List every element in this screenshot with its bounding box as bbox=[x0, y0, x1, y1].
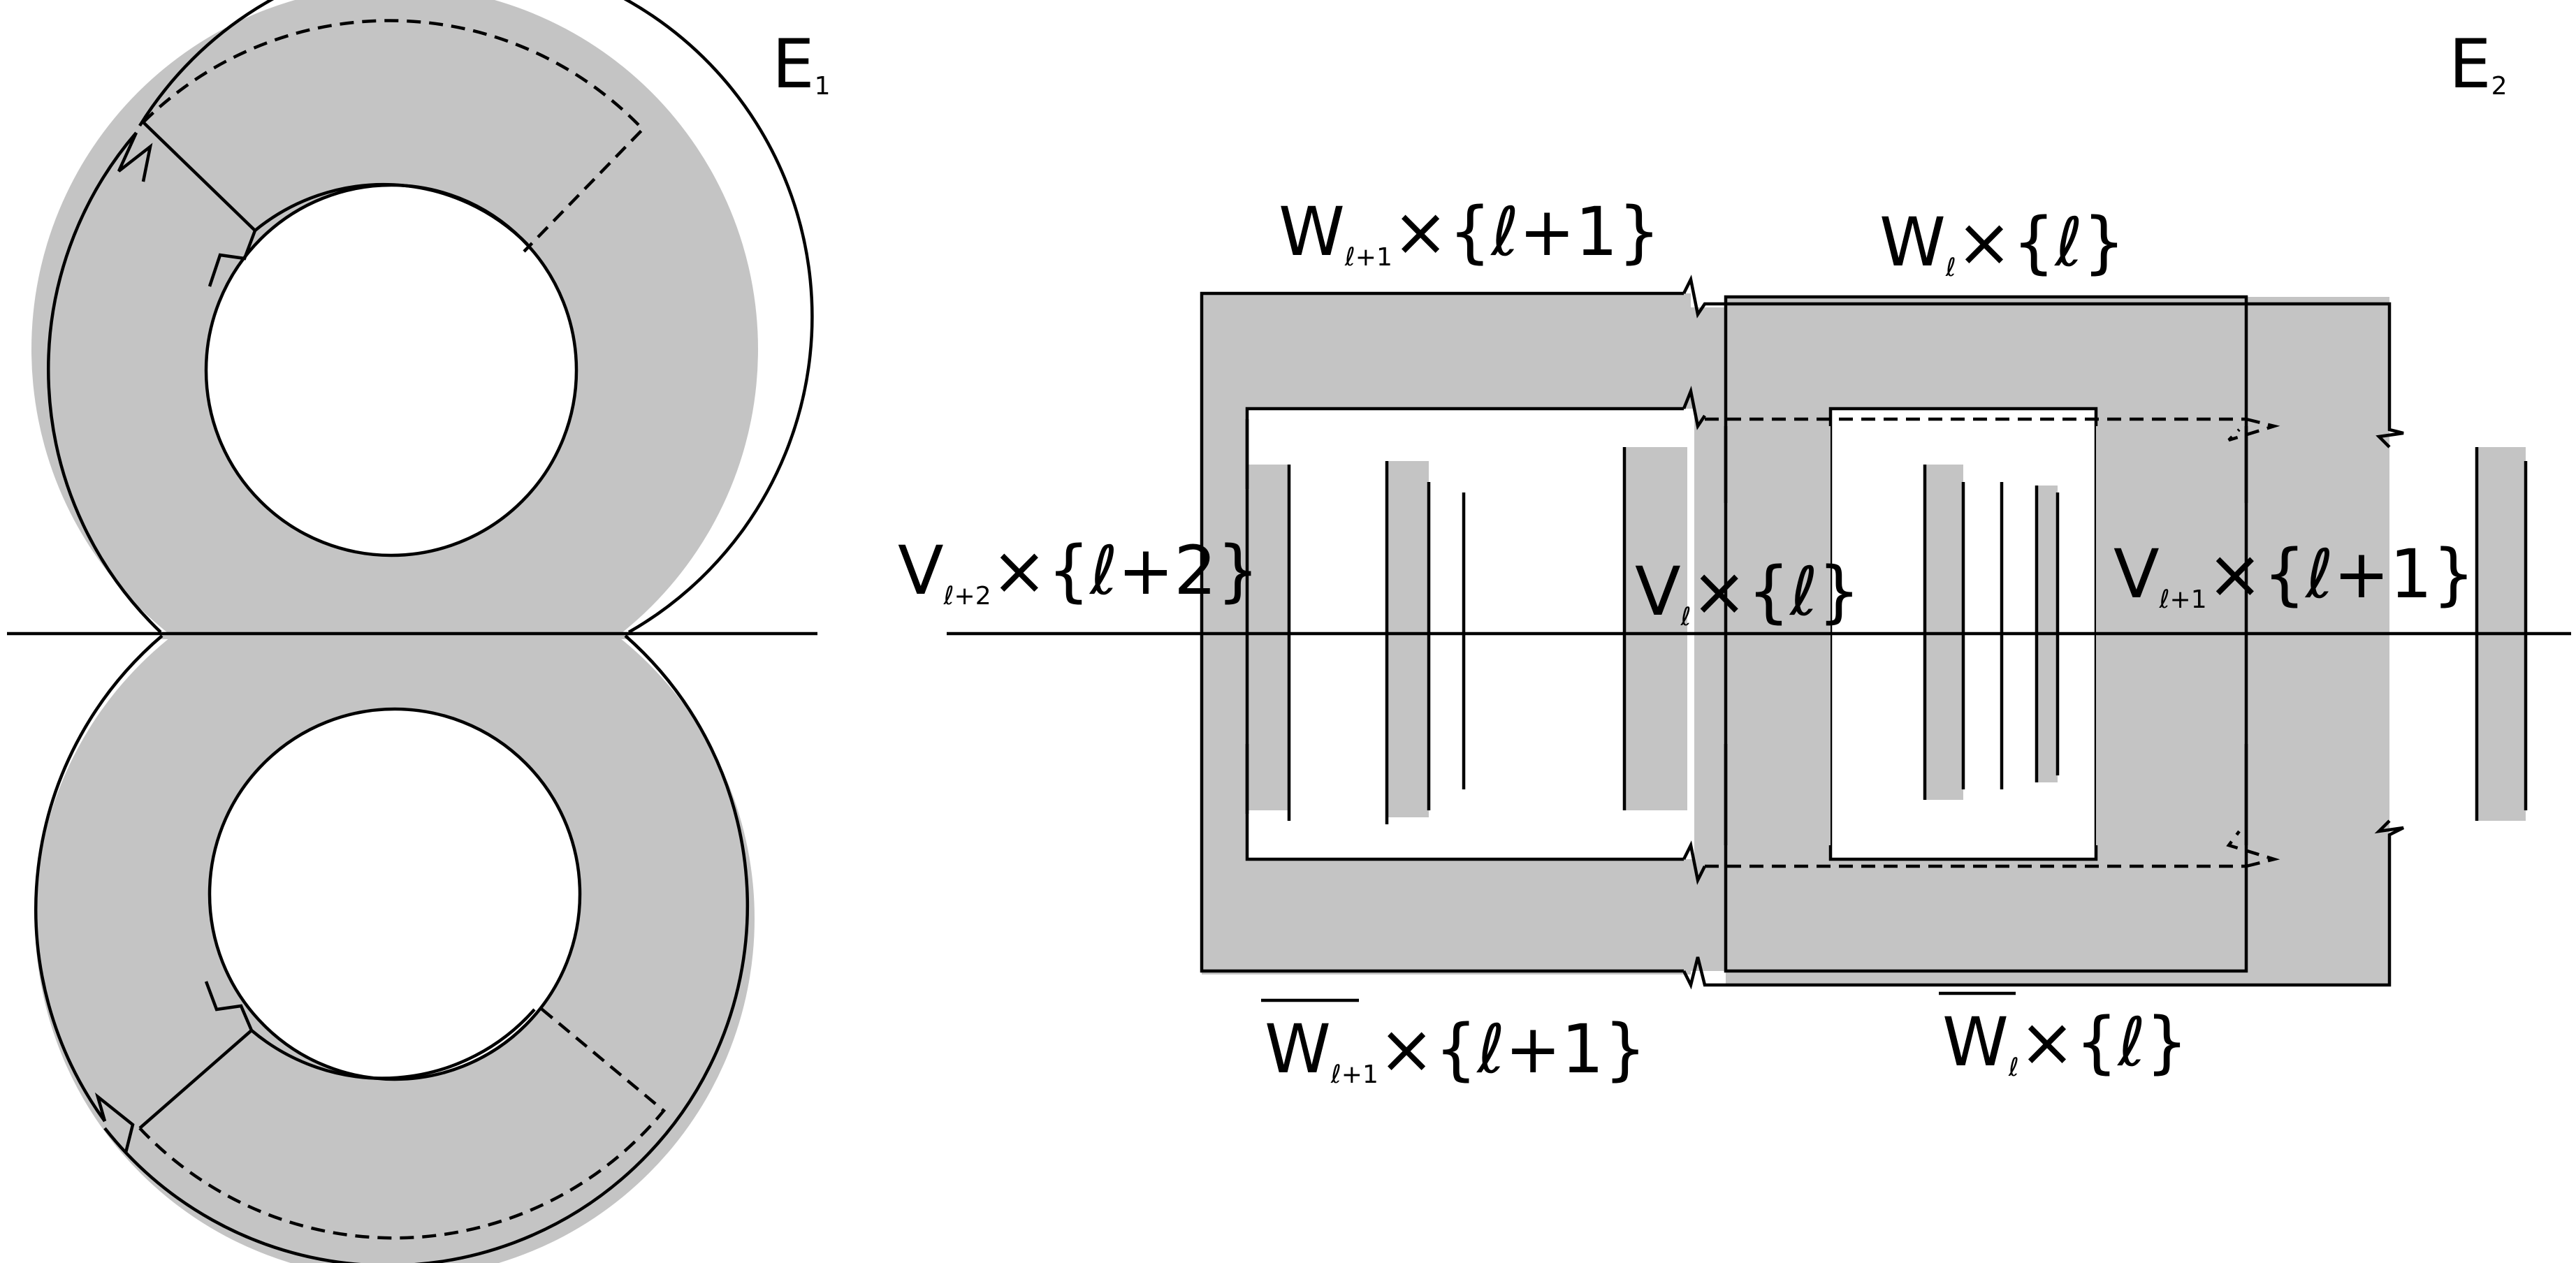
left-panel-e1: E1 ˘ bbox=[7, 0, 831, 1263]
upper-hole bbox=[204, 183, 578, 557]
right-title: E2 bbox=[2449, 25, 2508, 103]
lower-outline bbox=[34, 634, 750, 1263]
lower-cut-zigzag bbox=[94, 1092, 135, 1153]
lower-hole bbox=[208, 707, 582, 1081]
label-w-next-top: Wℓ+1×{ℓ+1} bbox=[1279, 193, 1661, 272]
label-w-bottom: Wℓ×{ℓ} bbox=[1942, 1003, 2188, 1082]
right-title-accent: ˘ bbox=[2458, 0, 2491, 51]
left-title-accent: ˘ bbox=[781, 0, 815, 51]
left-title: E1 bbox=[772, 25, 831, 103]
label-v-next2: Vℓ+2×{ℓ+2} bbox=[898, 532, 1259, 611]
label-w-next-bottom: Wℓ+1×{ℓ+1} bbox=[1265, 1010, 1647, 1089]
label-v-l: Vℓ×{ℓ} bbox=[1635, 553, 1861, 632]
label-v-next: Vℓ+1×{ℓ+1} bbox=[2113, 535, 2475, 614]
label-w-top: Wℓ×{ℓ} bbox=[1879, 203, 2125, 282]
upper-outline bbox=[47, 0, 814, 634]
right-panel-e2: E2 ˘ Wℓ+1×{ℓ+1} Wℓ×{ℓ} Vℓ+2×{ℓ+2} Vℓ×{ℓ}… bbox=[898, 0, 2571, 1089]
upper-cut-zigzag bbox=[117, 132, 153, 182]
